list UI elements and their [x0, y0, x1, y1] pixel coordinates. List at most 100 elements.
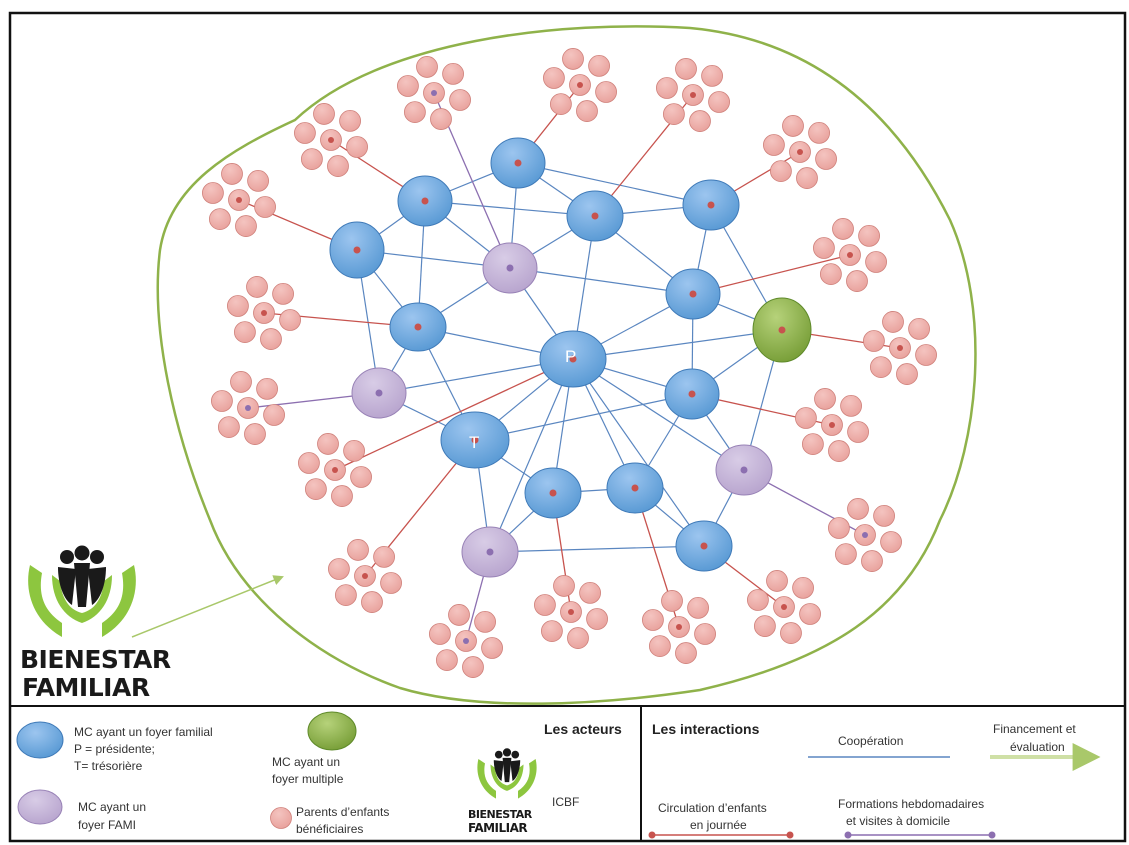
- logo-body: [58, 567, 76, 605]
- parent-circle: [642, 609, 664, 631]
- cooperation-line: [474, 393, 693, 441]
- link-endpoint-dot: [690, 92, 696, 98]
- parent-circle: [328, 558, 350, 580]
- link-endpoint-dot: [362, 573, 368, 579]
- parent-circle: [689, 110, 711, 132]
- link-endpoint-dot: [486, 548, 494, 556]
- logo-body: [510, 760, 521, 781]
- link-endpoint-dot: [577, 82, 583, 88]
- legend-cooperation: Coopération: [838, 734, 904, 748]
- cooperation-line: [572, 358, 705, 547]
- link-endpoint-dot: [707, 201, 715, 209]
- parent-circle: [230, 371, 252, 393]
- parent-circle: [327, 155, 349, 177]
- logo-body: [493, 760, 504, 781]
- parent-circle: [828, 517, 850, 539]
- bienestar-logo-mark: [28, 545, 136, 637]
- legend-circulation-line2: en journée: [690, 818, 747, 832]
- parent-circle: [858, 225, 880, 247]
- parent-circle: [701, 65, 723, 87]
- parent-circle: [305, 478, 327, 500]
- parent-circle: [350, 466, 372, 488]
- link-endpoint-dot: [236, 197, 242, 203]
- parent-circle: [873, 505, 895, 527]
- logo-cupped-hands: [52, 575, 112, 623]
- link-endpoint-dot: [328, 137, 334, 143]
- logo-body: [88, 567, 106, 605]
- parent-circle: [534, 594, 556, 616]
- parent-circle: [675, 642, 697, 664]
- parent-circle: [404, 101, 426, 123]
- parent-circle: [780, 622, 802, 644]
- parent-circle: [754, 615, 776, 637]
- parent-circle: [915, 344, 937, 366]
- legend-parent-swatch: [270, 807, 292, 829]
- link-endpoint-dot: [631, 484, 639, 492]
- parent-circle: [218, 416, 240, 438]
- legend-icbf: ICBF: [552, 795, 580, 809]
- link-endpoint-dot: [797, 149, 803, 155]
- legend-training-dot: [844, 831, 852, 839]
- parent-circle: [211, 390, 233, 412]
- link-endpoint-dot: [353, 246, 361, 254]
- parent-circle: [588, 55, 610, 77]
- link-endpoint-dot: [549, 489, 557, 497]
- parent-circle: [209, 208, 231, 230]
- parent-circle: [430, 108, 452, 130]
- parent-circle: [663, 103, 685, 125]
- link-endpoint-dot: [431, 90, 437, 96]
- legend-circulation-line1: Circulation d’enfants: [658, 801, 767, 815]
- community-boundary: [156, 25, 977, 705]
- legend-logo-text-familiar: FAMILIAR: [468, 821, 528, 835]
- parent-circle: [541, 620, 563, 642]
- treasurer-label: T: [469, 433, 480, 452]
- parent-circle: [298, 452, 320, 474]
- cooperation-line: [489, 358, 574, 553]
- child-circulation-line: [334, 358, 574, 471]
- parent-circle: [244, 423, 266, 445]
- parent-circle: [279, 309, 301, 331]
- parent-circle: [474, 611, 496, 633]
- parent-circle: [796, 167, 818, 189]
- parent-circle: [847, 421, 869, 443]
- cooperation-line: [572, 329, 783, 360]
- legend-circulation-dot: [648, 831, 656, 839]
- legend-multiple-swatch: [307, 711, 357, 751]
- link-endpoint-dot: [421, 197, 429, 205]
- logo-head: [90, 550, 104, 564]
- parent-circle: [863, 330, 885, 352]
- legend-familial-swatch: [16, 721, 64, 759]
- parent-circle: [846, 270, 868, 292]
- legend-parents-line2: bénéficiaires: [296, 822, 364, 836]
- parent-circle: [380, 572, 402, 594]
- parent-circle: [442, 63, 464, 85]
- link-endpoint-dot: [261, 310, 267, 316]
- parent-circle: [317, 433, 339, 455]
- parent-circle: [436, 649, 458, 671]
- legend-familial-line1: MC ayant un foyer familial: [74, 725, 213, 739]
- parent-circle: [343, 440, 365, 462]
- parent-circle: [708, 91, 730, 113]
- parent-circle: [397, 75, 419, 97]
- link-endpoint-dot: [569, 355, 577, 363]
- link-endpoint-dot: [506, 264, 514, 272]
- parent-clusters-group: [202, 48, 937, 678]
- parent-circle: [481, 637, 503, 659]
- parent-circle: [802, 433, 824, 455]
- diagram-frame: [8, 11, 1127, 843]
- legend-training-line1: Formations hebdomadaires: [838, 797, 985, 811]
- parent-circle: [832, 218, 854, 240]
- parent-circle: [576, 100, 598, 122]
- bienestar-logo-mark: [477, 748, 537, 799]
- logo-text-bienestar: BIENESTAR: [20, 645, 171, 674]
- legend-fami-line1: MC ayant un: [78, 800, 147, 814]
- logo-body: [502, 757, 512, 783]
- parent-circle: [694, 623, 716, 645]
- parent-circle: [661, 590, 683, 612]
- parent-circle: [347, 539, 369, 561]
- parent-circle: [814, 388, 836, 410]
- parent-circle: [820, 263, 842, 285]
- parent-circle: [792, 577, 814, 599]
- legend-actors-title: Les acteurs: [544, 721, 622, 737]
